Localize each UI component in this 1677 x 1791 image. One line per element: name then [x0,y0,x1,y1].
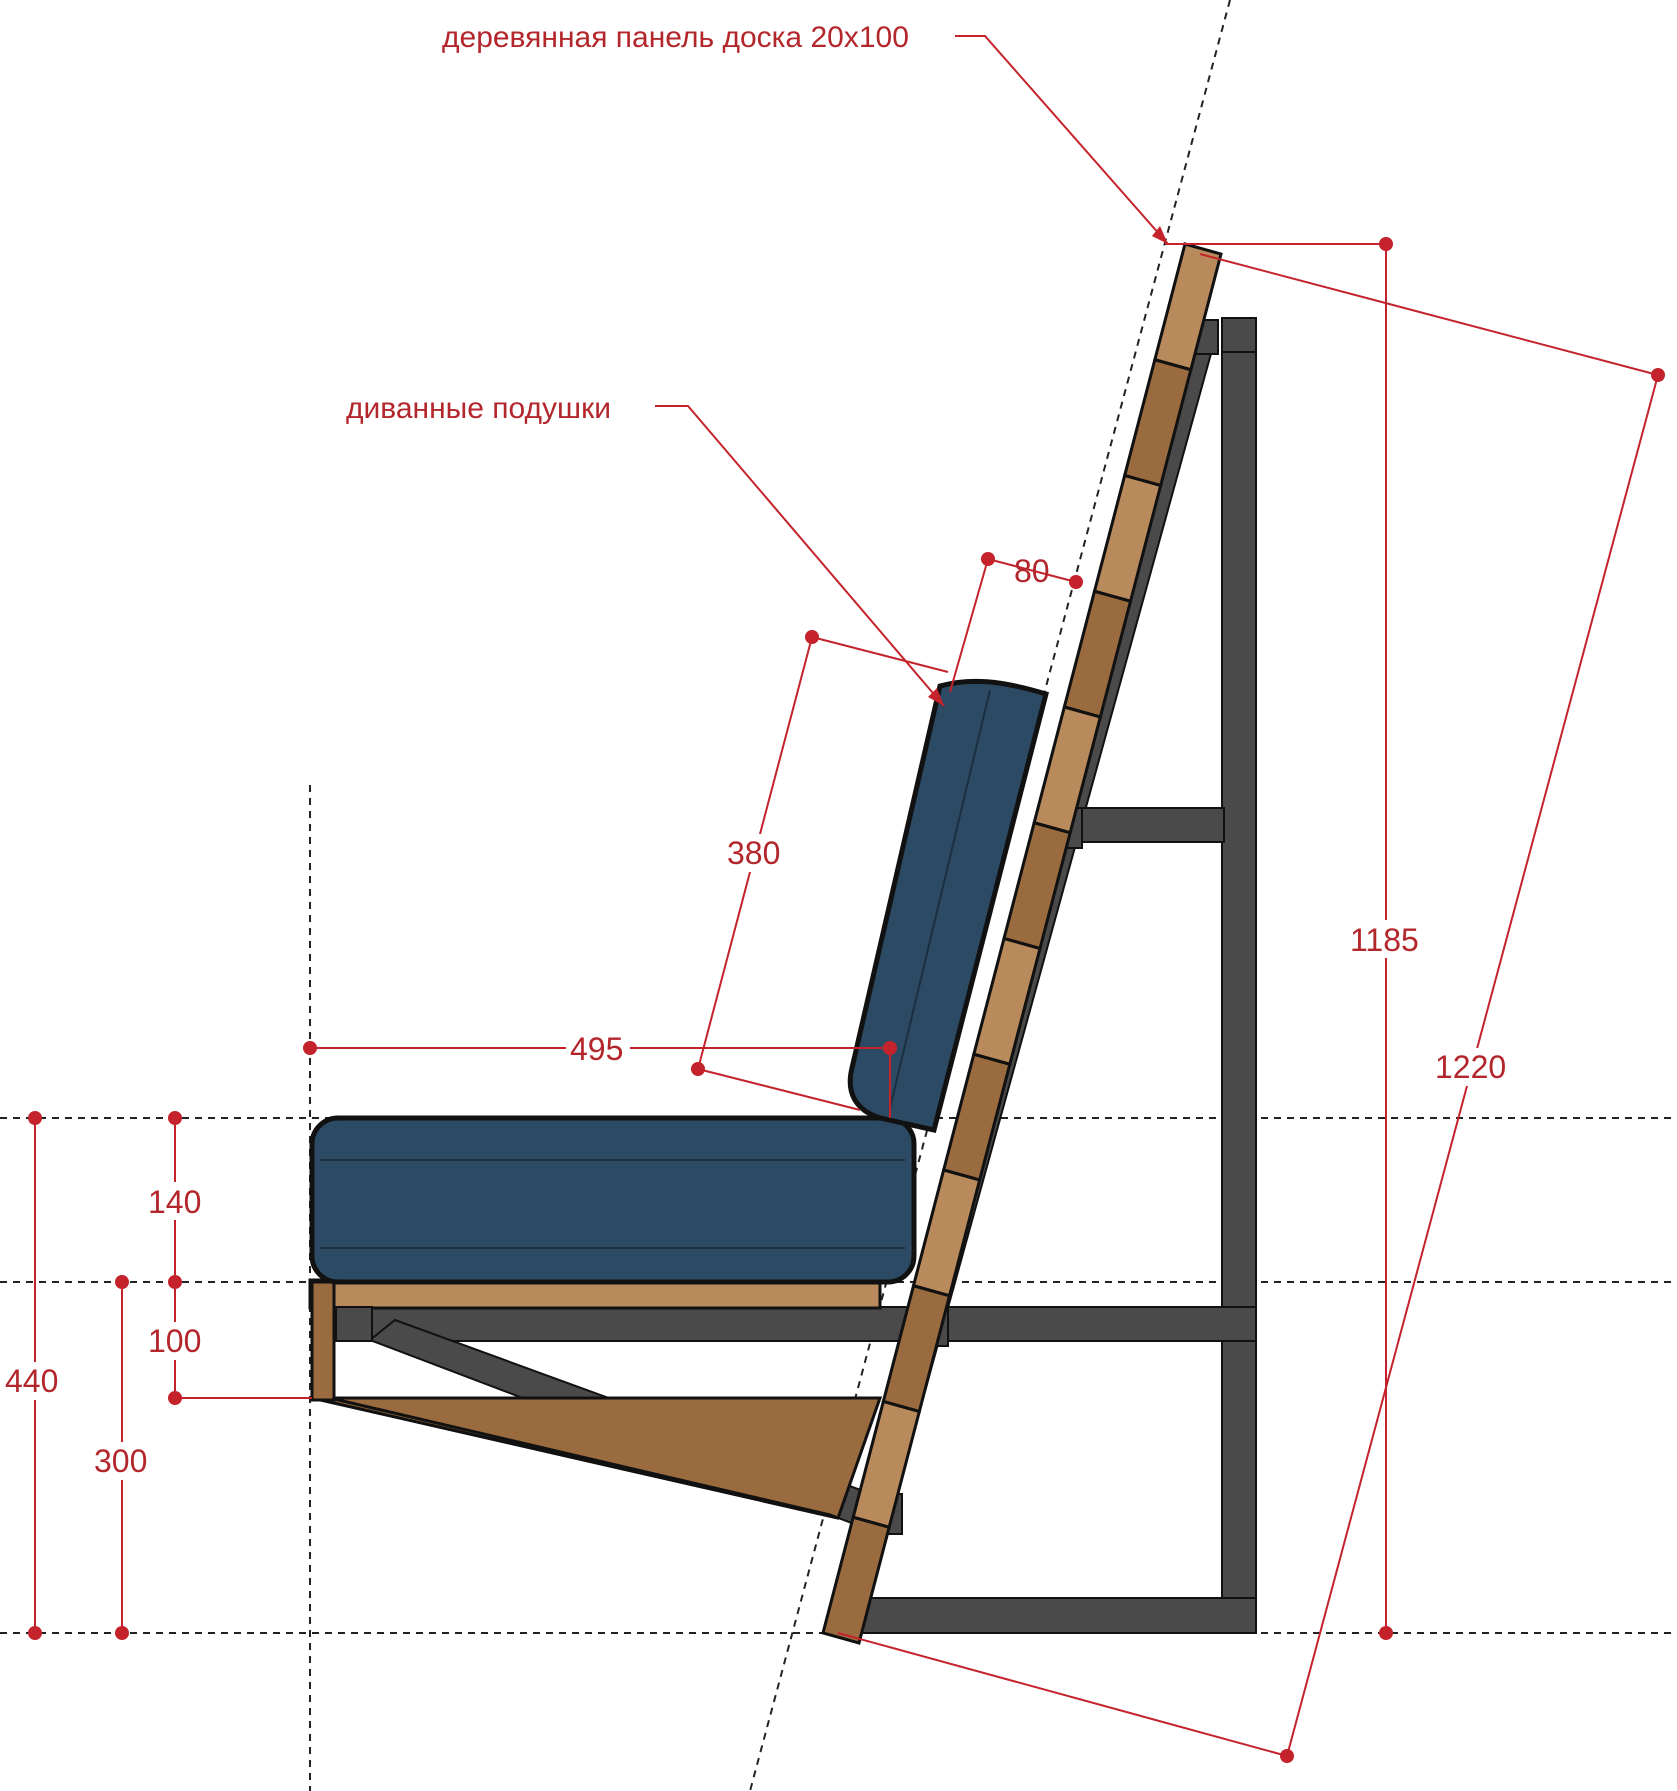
steel-post-cap [1221,317,1257,353]
label-mask [566,1030,630,1066]
dim-label-seat-cushion-height: 140 [148,1184,201,1220]
dim-dot [1651,368,1665,382]
dimension-lines [28,237,1665,1763]
dim-extension [697,1068,861,1111]
back-panel-board [911,1168,982,1298]
seat-top-board [308,1278,882,1310]
label-mask [1346,920,1426,958]
dim-label-frame-top-height: 300 [94,1443,147,1479]
callout-leaders [655,35,1169,707]
steel-back-rail [1079,807,1225,843]
dim-dot [303,1041,317,1055]
callout-panel-label: деревянная панель доска 20х100 [442,21,909,54]
steel-rear-post [1221,317,1257,1634]
dim-dot [115,1626,129,1640]
seat-cushion [309,1115,917,1285]
label-mask [724,834,784,872]
back-cushion [847,678,1050,1133]
wooden-back-panel [821,242,1223,1645]
back-panel-board [821,1515,891,1645]
leader-panel-arrow [1152,226,1168,244]
seat-front-post [310,1280,336,1402]
dim-dot [805,630,819,644]
seat-front-block [335,1306,373,1342]
labels: деревянная панель доска 20х100 диванные … [4,21,1514,1480]
label-mask [144,1182,206,1220]
dim-dot [981,552,995,566]
label-mask [1432,1048,1514,1086]
leader-cushions [655,405,945,707]
back-cushion-seam [889,689,991,1109]
leader-panel [955,35,1169,245]
dim-label-seat-depth: 495 [570,1031,623,1067]
back-panel-board [881,1283,952,1414]
dim-label-seat-total-height: 440 [5,1363,58,1399]
dim-extension [811,636,949,673]
dim-dot [1379,1626,1393,1640]
dim-dot [1069,575,1083,589]
dim-dot [691,1062,705,1076]
dim-label-back-cushion-thickness: 80 [1014,553,1050,589]
dim-label-back-cushion-height: 380 [727,835,780,871]
dim-label-backrest-length: 1220 [1435,1049,1506,1085]
dim-dot [168,1391,182,1405]
dim-dot [28,1626,42,1640]
callout-cushions-label: диванные подушки [346,392,611,425]
steel-floor-rail [839,1597,1257,1634]
seat-wood-frame [308,1278,883,1520]
dim-label-total-height: 1185 [1350,922,1419,958]
cushions [309,678,1050,1285]
label-mask [144,1322,206,1360]
dim-dot [28,1111,42,1125]
label-mask [4,1362,66,1400]
label-mask [92,1442,154,1480]
dim-dot [168,1111,182,1125]
dim-extension [1199,253,1659,376]
dim-dot [115,1275,129,1289]
dim-dot [1379,237,1393,251]
dim-extension [837,1632,1288,1757]
dim-label-frame-height: 100 [148,1323,201,1359]
leader-cushions-arrow [928,688,944,706]
dim-extension [949,558,989,693]
steel-seat-rail [371,1306,1257,1342]
dim-dot [1280,1749,1294,1763]
dim-line-back-cushion-thickness [987,558,1077,583]
